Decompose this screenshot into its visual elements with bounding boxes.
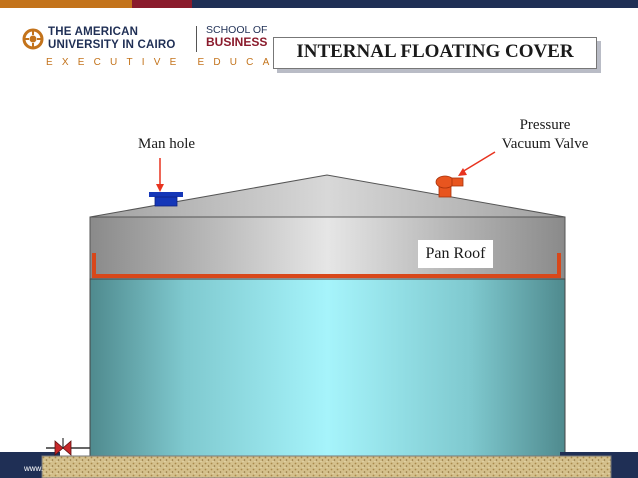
pan-roof-label: Pan Roof [418,240,493,268]
pan-roof-cover [92,253,561,278]
gate-valve-icon [54,438,72,456]
auc-emblem-icon [22,28,44,50]
logo-divider [196,26,197,52]
valve-arrow [458,151,496,176]
pressure-valve-label-line2: Vacuum Valve [501,136,589,152]
top-accent-bar [0,0,638,8]
tank-foundation [41,455,612,478]
university-name: THE AMERICAN UNIVERSITY IN CAIRO [48,26,176,52]
tank-liquid [89,278,566,458]
school-name: SCHOOL OF BUSINESS [206,24,267,48]
manhole-label: Man hole [138,136,196,152]
slide-title: INTERNAL FLOATING COVER [296,41,574,62]
university-line2: UNIVERSITY IN CAIRO [48,39,176,51]
school-line2: BUSINESS [206,35,268,49]
footer-url[interactable]: www. [24,464,44,473]
pressure-valve-label-line1: Pressure [519,117,571,133]
executive-education: EXECUTIVE EDUCATION [46,57,339,68]
manhole-icon [149,192,183,207]
header-logo: THE AMERICAN UNIVERSITY IN CAIRO SCHOOL … [18,22,329,70]
school-line1: SCHOOL OF [206,24,268,36]
footer-band-left [0,452,60,458]
pressure-valve-label: Pressure Vacuum Valve [490,116,600,154]
university-line1: THE AMERICAN [48,26,139,38]
pressure-vacuum-valve-icon [435,175,464,198]
vapor-space [89,216,566,281]
footer-band-right [560,452,638,458]
slide-title-box: INTERNAL FLOATING COVER [273,37,597,69]
manhole-arrow [156,158,164,192]
